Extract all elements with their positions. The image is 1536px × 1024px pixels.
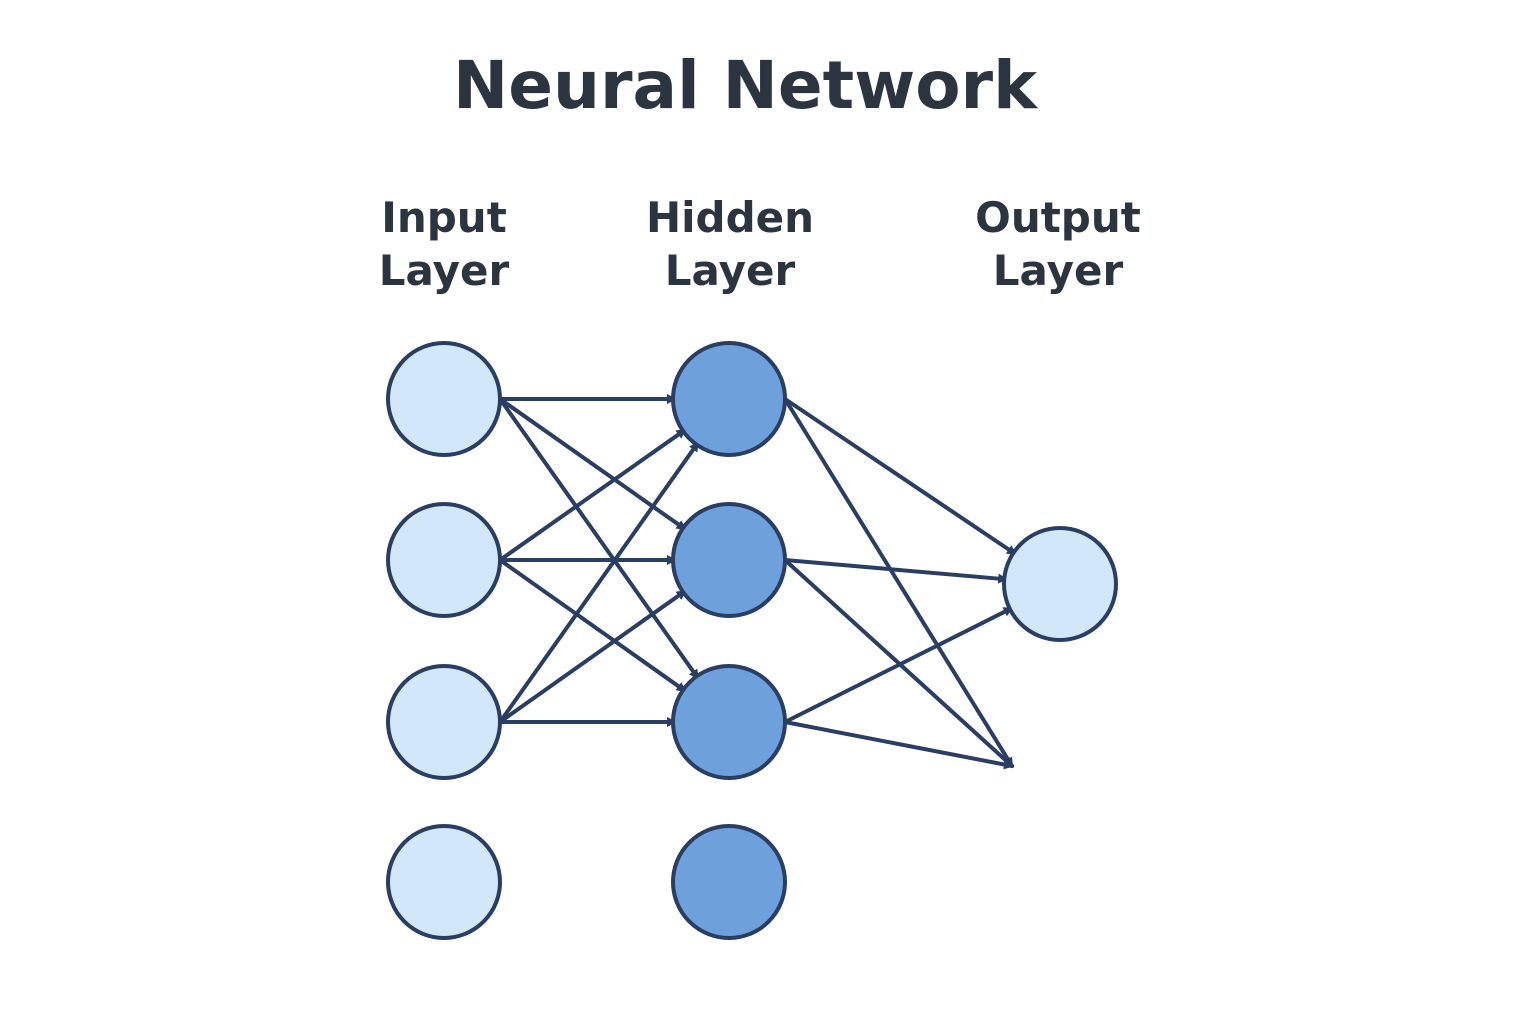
connection-hidden-3-to-output-1 (783, 606, 1014, 724)
output-node-1 (1002, 526, 1118, 642)
diagram-title: Neural Network (453, 47, 1039, 124)
connection-input-1-to-hidden-3 (498, 397, 700, 680)
connection-input-3-to-hidden-2 (498, 589, 687, 724)
input-node-4 (386, 824, 502, 940)
connection-input-2-to-hidden-1 (498, 428, 687, 562)
output-layer-label-line-1: Output (975, 193, 1141, 242)
connection-hidden-1-to-output-1 (783, 397, 1018, 556)
connection-input-3-to-hidden-1 (498, 441, 700, 724)
input-node-2 (386, 502, 502, 618)
input-layer-label-line-1: Input (381, 193, 507, 242)
hidden-layer-label-line-1: Hidden (646, 193, 814, 242)
connection-hidden-2-to-output-1 (783, 558, 1009, 584)
output-layer-label-line-2: Layer (993, 246, 1124, 295)
nodes (386, 341, 1118, 940)
layer-labels: Input Layer Hidden Layer Output Layer (379, 193, 1141, 295)
connection-input-1-to-hidden-2 (498, 397, 687, 531)
connections (498, 394, 1018, 770)
hidden-layer-label-line-2: Layer (665, 246, 796, 295)
hidden-node-1 (671, 341, 787, 457)
connection-hidden-1-to-output-target-2 (783, 397, 1014, 768)
input-layer-label-line-2: Layer (379, 246, 510, 295)
connection-input-2-to-hidden-3 (498, 558, 687, 693)
input-node-1 (386, 341, 502, 457)
connection-hidden-3-to-output-target-2 (783, 720, 1014, 770)
hidden-node-3 (671, 664, 787, 780)
hidden-node-4 (671, 824, 787, 940)
hidden-node-2 (671, 502, 787, 618)
input-node-3 (386, 664, 502, 780)
